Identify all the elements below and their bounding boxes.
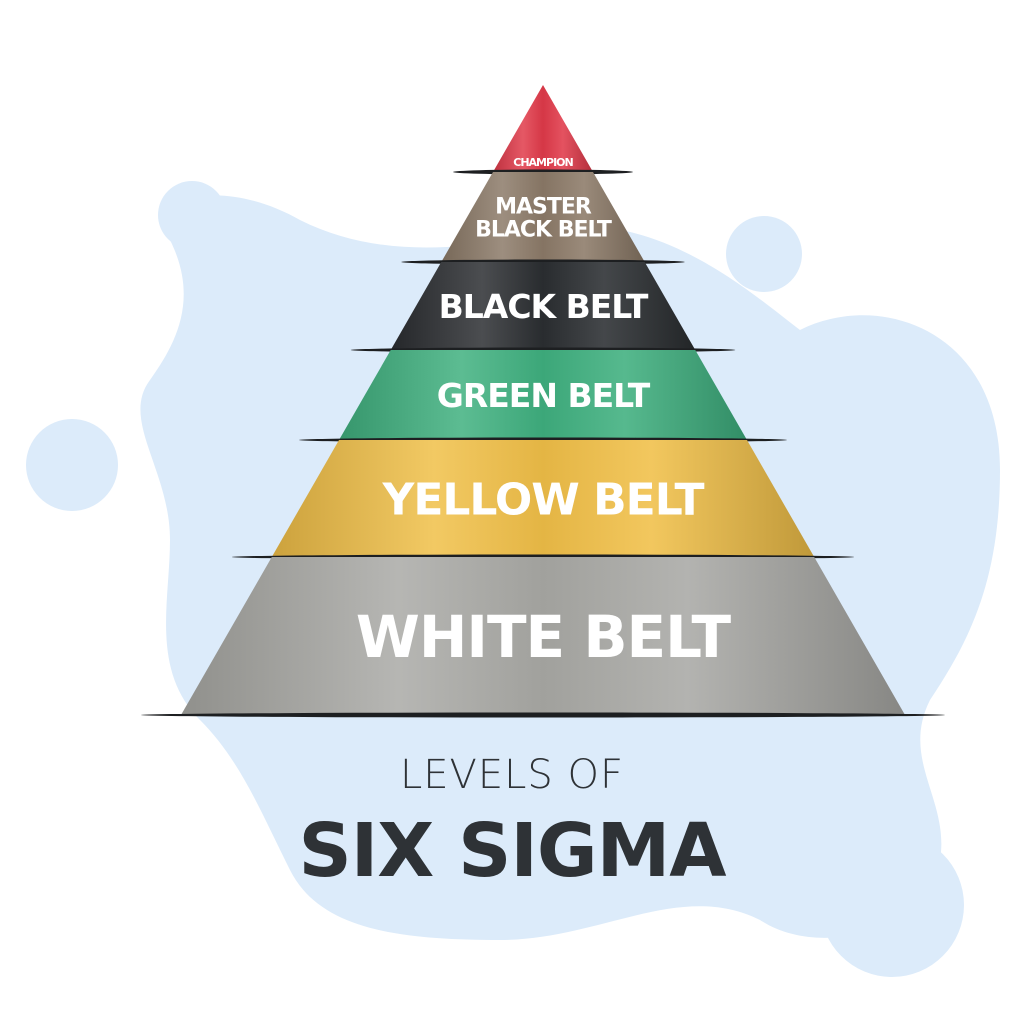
level-shape bbox=[493, 85, 593, 172]
pyramid-level-3: BLACK BELT bbox=[350, 262, 736, 353]
level-shape bbox=[271, 440, 815, 557]
level-label: WHITE BELT bbox=[356, 603, 732, 671]
level-label: YELLOW BELT bbox=[381, 474, 704, 525]
level-shape bbox=[339, 350, 747, 440]
level-label: GREEN BELT bbox=[437, 376, 651, 415]
level-label: BLACK BELT bbox=[439, 287, 649, 326]
level-shadow-line bbox=[141, 712, 945, 718]
pyramid-level-6: WHITE BELT bbox=[141, 557, 945, 718]
level-shape bbox=[390, 262, 696, 350]
pyramid-level-1: CHAMPION bbox=[453, 85, 633, 175]
level-label: MASTER bbox=[495, 194, 592, 219]
level-shape bbox=[181, 557, 905, 715]
level-label: BLACK BELT bbox=[475, 217, 612, 242]
title-line-2: SIX SIGMA bbox=[298, 808, 726, 894]
title-line-1: LEVELS OF bbox=[399, 752, 625, 798]
level-shape bbox=[441, 172, 645, 262]
level-label: CHAMPION bbox=[513, 156, 573, 169]
